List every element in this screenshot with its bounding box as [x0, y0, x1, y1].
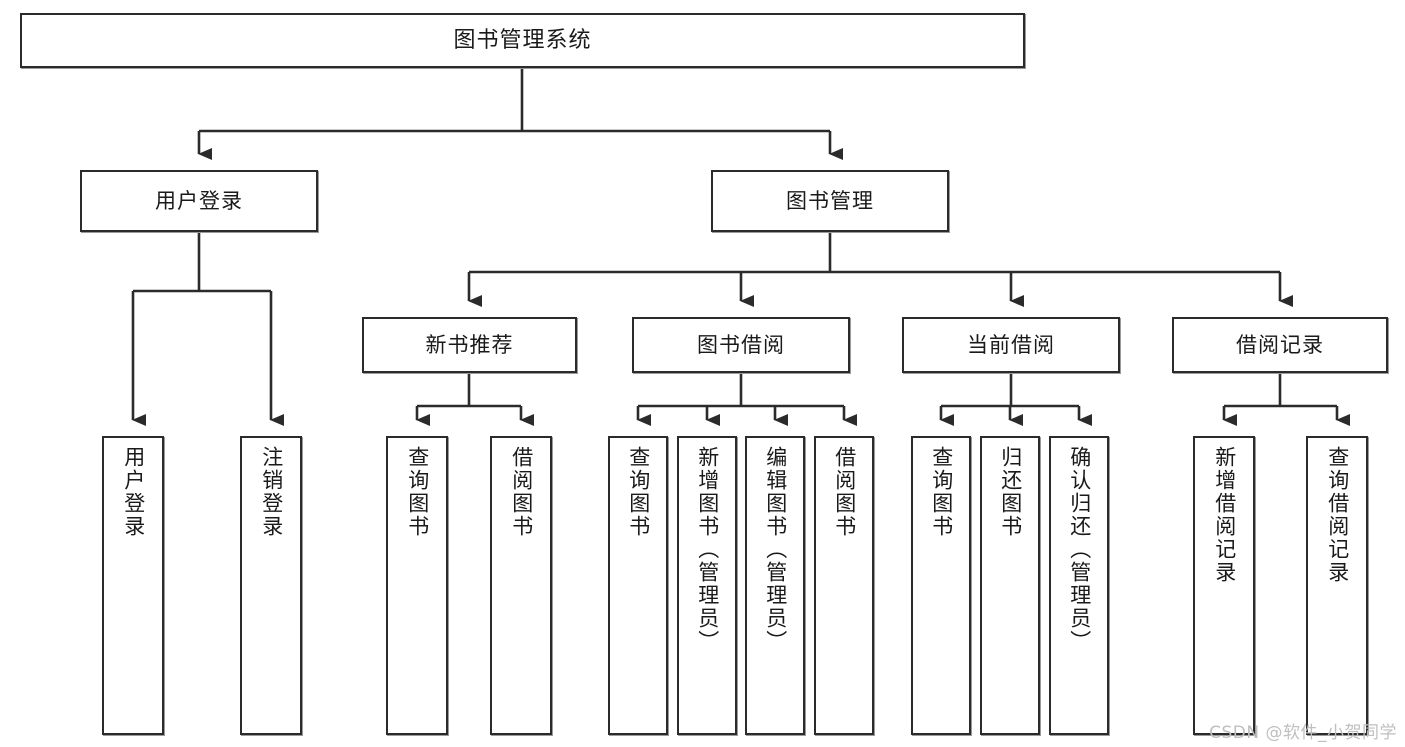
node-leaf-borrow-book-1-label: 借阅图书 [509, 446, 534, 538]
node-leaf-logout-login[interactable]: 注销登录 [240, 436, 302, 735]
node-leaf-query-book-1-label: 查询图书 [405, 446, 430, 538]
node-root-label: 图书管理系统 [453, 27, 592, 53]
node-book-borrow-label: 图书借阅 [697, 332, 785, 357]
node-leaf-query-book-1[interactable]: 查询图书 [386, 436, 448, 735]
node-leaf-add-record[interactable]: 新增借阅记录 [1193, 436, 1255, 735]
node-leaf-return-book-label: 归还图书 [998, 446, 1023, 538]
node-leaf-query-book-3-label: 查询图书 [929, 446, 954, 538]
node-leaf-query-record[interactable]: 查询借阅记录 [1306, 436, 1368, 735]
watermark-text: CSDN @软件_小贺同学 [1209, 723, 1397, 743]
node-leaf-query-book-3[interactable]: 查询图书 [911, 436, 971, 735]
node-new-book-rec[interactable]: 新书推荐 [362, 317, 577, 373]
node-current-borrow-label: 当前借阅 [967, 332, 1055, 357]
node-leaf-query-record-label: 查询借阅记录 [1325, 446, 1350, 584]
node-user-login[interactable]: 用户登录 [80, 170, 318, 232]
node-leaf-edit-book[interactable]: 编辑图书（管理员） [745, 436, 805, 735]
node-leaf-user-login-label: 用户登录 [121, 446, 146, 538]
node-leaf-confirm-return-label: 确认归还（管理员） [1067, 446, 1092, 653]
node-current-borrow[interactable]: 当前借阅 [902, 317, 1120, 373]
node-new-book-rec-label: 新书推荐 [425, 332, 514, 357]
node-leaf-user-login[interactable]: 用户登录 [102, 436, 164, 735]
node-leaf-query-book-2-label: 查询图书 [626, 446, 651, 538]
node-leaf-add-record-label: 新增借阅记录 [1212, 446, 1237, 584]
node-leaf-borrow-book-1[interactable]: 借阅图书 [490, 436, 552, 735]
node-borrow-record-label: 借阅记录 [1236, 332, 1324, 357]
node-book-borrow[interactable]: 图书借阅 [632, 317, 850, 373]
node-leaf-logout-login-label: 注销登录 [259, 446, 284, 538]
node-leaf-edit-book-label: 编辑图书（管理员） [763, 446, 788, 653]
node-leaf-borrow-book-2-label: 借阅图书 [832, 446, 857, 538]
node-leaf-return-book[interactable]: 归还图书 [980, 436, 1040, 735]
node-leaf-confirm-return[interactable]: 确认归还（管理员） [1049, 436, 1109, 735]
node-book-manage[interactable]: 图书管理 [711, 170, 949, 232]
node-root[interactable]: 图书管理系统 [20, 13, 1025, 68]
node-borrow-record[interactable]: 借阅记录 [1172, 317, 1388, 373]
node-leaf-add-book[interactable]: 新增图书（管理员） [677, 436, 737, 735]
node-leaf-borrow-book-2[interactable]: 借阅图书 [814, 436, 874, 735]
node-leaf-add-book-label: 新增图书（管理员） [695, 446, 720, 653]
node-user-login-label: 用户登录 [155, 188, 243, 213]
node-leaf-query-book-2[interactable]: 查询图书 [608, 436, 668, 735]
node-book-manage-label: 图书管理 [786, 188, 874, 213]
